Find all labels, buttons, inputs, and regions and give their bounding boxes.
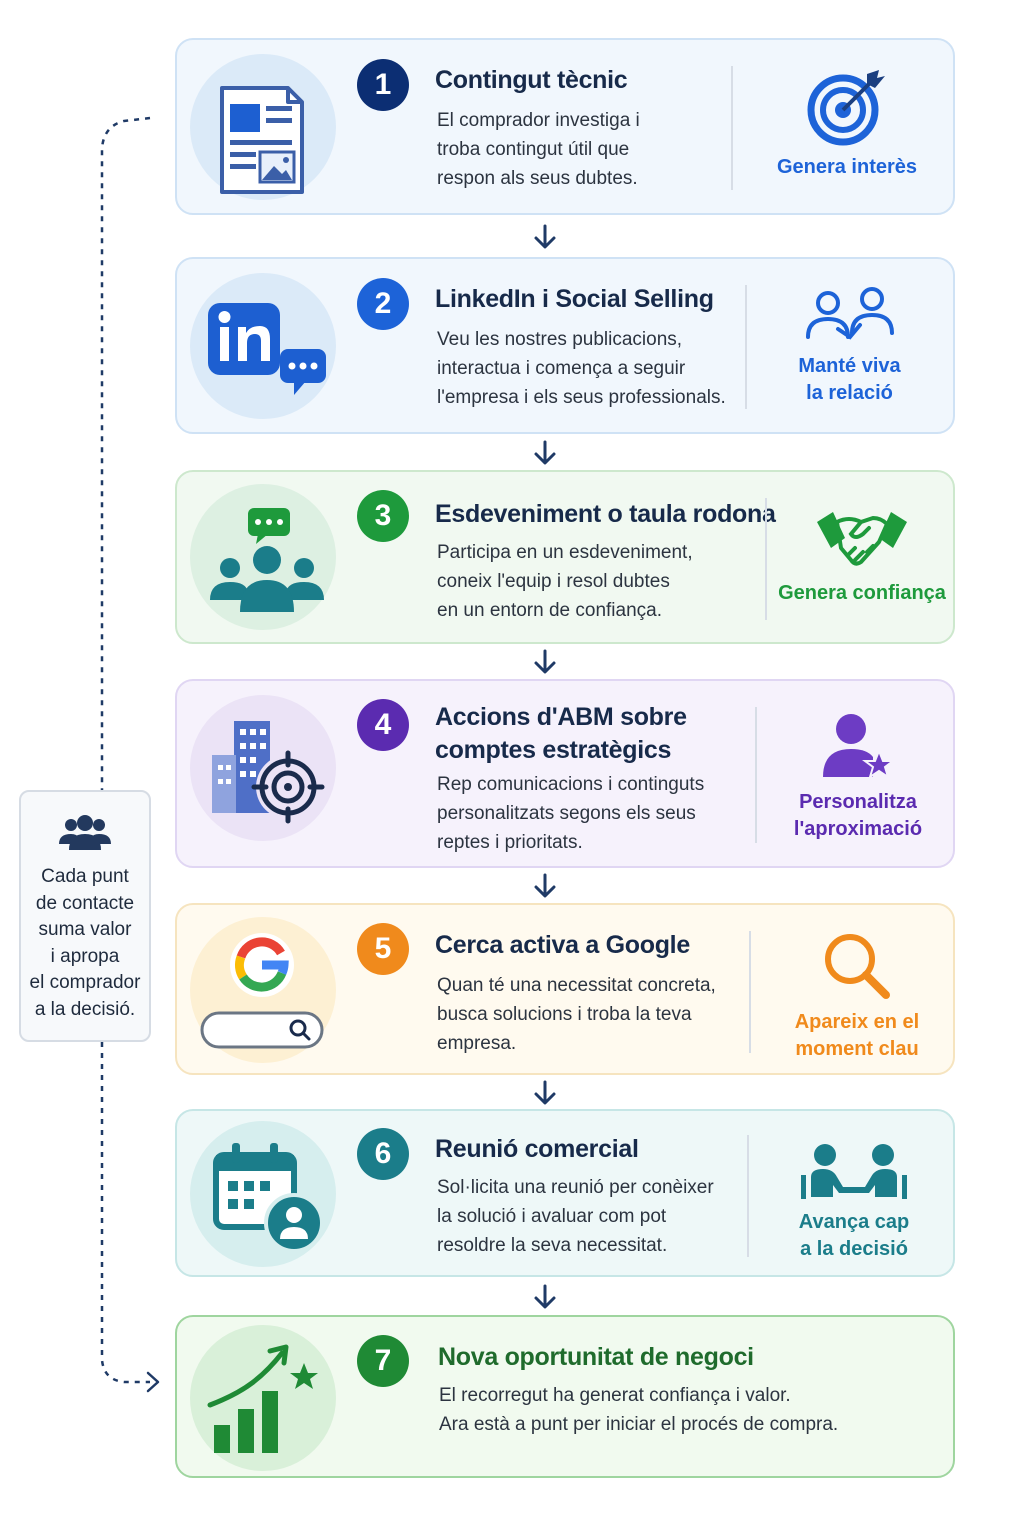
handshake-icon bbox=[817, 512, 907, 566]
step-4-description: Rep comunicacions i continguts personali… bbox=[437, 774, 705, 853]
step-card-5: 5 Cerca activa a Google Quan té una nece… bbox=[175, 903, 955, 1075]
step-3-number: 3 bbox=[357, 490, 409, 542]
step-3-title: Esdeveniment o taula rodona bbox=[435, 500, 776, 528]
step-card-1: 1 Contingut tècnic El comprador investig… bbox=[175, 38, 955, 215]
step-6-icon-circle bbox=[190, 1121, 336, 1267]
step-4-benefit: Personalitza l'aproximació bbox=[767, 711, 949, 843]
step-card-2: 2 LinkedIn i Social Selling Veu les nost… bbox=[175, 257, 955, 434]
users-group-icon bbox=[59, 815, 111, 850]
step-1-benefit: Genera interès bbox=[752, 64, 942, 181]
meeting-icon bbox=[801, 1144, 907, 1199]
step-card-6: 6 Reunió comercial Sol·licita una reunió… bbox=[175, 1109, 955, 1277]
step-5-divider bbox=[749, 931, 751, 1053]
step-4-title: Accions d'ABM sobre comptes estratègics bbox=[435, 703, 687, 764]
step-5-icon-circle bbox=[190, 917, 336, 1063]
document-icon bbox=[220, 86, 304, 194]
linkedin-chat-icon bbox=[208, 303, 326, 395]
step-7-number: 7 bbox=[357, 1335, 409, 1387]
google-search-icon bbox=[200, 933, 324, 1049]
step-2-divider bbox=[745, 285, 747, 409]
step-2-number: 2 bbox=[357, 278, 409, 330]
step-5-title: Cerca activa a Google bbox=[435, 931, 690, 959]
step-2-icon-circle bbox=[190, 273, 336, 419]
step-5-number: 5 bbox=[357, 923, 409, 975]
building-target-icon bbox=[212, 721, 325, 824]
step-card-4: 4 Accions d'ABM sobre comptes estratègic… bbox=[175, 679, 955, 868]
user-star-icon bbox=[823, 714, 895, 780]
step-7-title: Nova oportunitat de negoci bbox=[438, 1343, 754, 1371]
step-4-divider bbox=[755, 707, 757, 843]
step-3-description: Participa en un esdeveniment, coneix l'e… bbox=[437, 542, 693, 621]
flow-arrow-3 bbox=[534, 649, 556, 674]
magnifier-icon bbox=[825, 934, 890, 999]
side-note-text: Cada punt de contacte suma valor i aprop… bbox=[29, 866, 141, 1020]
step-6-description: Sol·licita una reunió per conèixer la so… bbox=[437, 1177, 714, 1256]
step-5-benefit: Apareix en el moment clau bbox=[759, 931, 955, 1063]
step-1-divider bbox=[731, 66, 733, 190]
step-7-icon-circle bbox=[190, 1325, 336, 1471]
step-card-7: 7 Nova oportunitat de negoci El recorreg… bbox=[175, 1315, 955, 1478]
flow-arrow-1 bbox=[534, 224, 556, 249]
step-card-3: 3 Esdeveniment o taula rodona Participa … bbox=[175, 470, 955, 644]
flow-arrow-6 bbox=[534, 1284, 556, 1309]
step-2-title: LinkedIn i Social Selling bbox=[435, 285, 714, 313]
growth-chart-icon bbox=[207, 1344, 318, 1453]
step-5-description: Quan té una necessitat concreta, busca s… bbox=[437, 975, 716, 1054]
step-3-icon-circle bbox=[190, 484, 336, 630]
side-note: Cada punt de contacte suma valor i aprop… bbox=[19, 790, 151, 1042]
step-2-benefit: Manté viva la relació bbox=[757, 285, 942, 407]
step-3-benefit: Genera confiança bbox=[772, 508, 952, 607]
people-link-icon bbox=[805, 287, 894, 340]
step-4-icon-circle bbox=[190, 695, 336, 841]
step-6-benefit: Avança cap a la decisió bbox=[759, 1141, 949, 1263]
step-1-icon-circle bbox=[190, 54, 336, 200]
calendar-person-icon bbox=[213, 1143, 324, 1253]
audience-chat-icon bbox=[210, 508, 324, 612]
step-3-divider bbox=[765, 498, 767, 620]
step-6-divider bbox=[747, 1135, 749, 1257]
step-4-number: 4 bbox=[357, 699, 409, 751]
step-1-title: Contingut tècnic bbox=[435, 66, 628, 94]
step-6-number: 6 bbox=[357, 1128, 409, 1180]
step-6-title: Reunió comercial bbox=[435, 1135, 639, 1163]
step-7-description: El recorregut ha generat confiança i val… bbox=[439, 1385, 839, 1435]
flow-arrow-5 bbox=[534, 1080, 556, 1105]
target-icon bbox=[807, 70, 885, 146]
flow-arrow-2 bbox=[534, 440, 556, 465]
step-1-description: El comprador investiga i troba contingut… bbox=[437, 110, 640, 189]
flow-arrow-4 bbox=[534, 873, 556, 898]
step-1-number: 1 bbox=[357, 59, 409, 111]
step-2-description: Veu les nostres publicacions, interactua… bbox=[437, 329, 726, 408]
